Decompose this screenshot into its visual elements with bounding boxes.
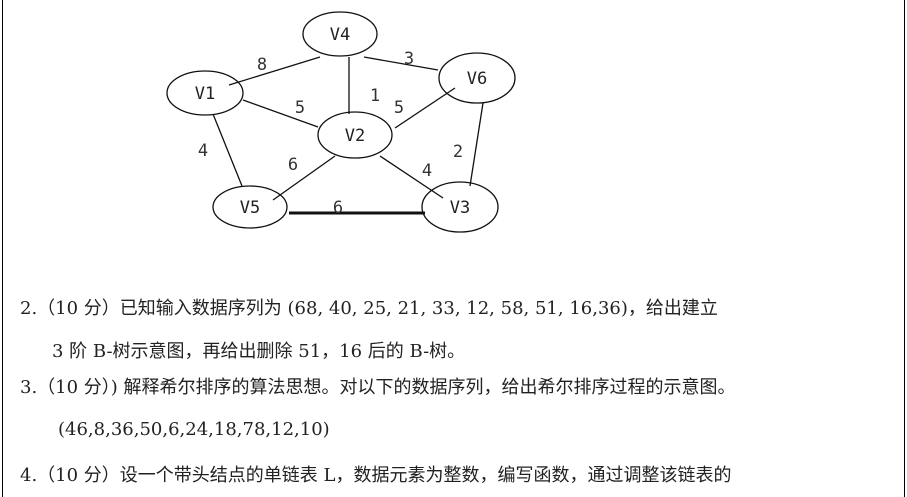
edge-weight: 6 xyxy=(288,155,298,175)
edge-weight: 4 xyxy=(422,161,432,181)
node-label: V6 xyxy=(467,69,487,89)
edge-v6-v2 xyxy=(394,87,456,129)
question-3-data-sequence: (46,8,36,50,6,24,18,78,12,10) xyxy=(58,419,330,440)
question-4-line-1: 4.（10 分）设一个带头结点的单链表 L，数据元素为整数，编写函数，通过调整该… xyxy=(20,465,732,486)
node-label: V1 xyxy=(195,84,215,104)
question-2-line-2: 3 阶 B-树示意图，再给出删除 51，16 后的 B-树。 xyxy=(52,341,466,362)
node-v5 xyxy=(212,185,288,229)
edge-v2-v3 xyxy=(379,155,444,199)
node-v1 xyxy=(166,70,244,116)
question-3-line-1: 3.（10 分）) 解释希尔排序的算法思想。对以下的数据序列，给出希尔排序过程的… xyxy=(20,377,736,398)
node-label: V5 xyxy=(240,198,260,218)
page-border-left xyxy=(2,0,3,497)
edge-weight: 5 xyxy=(394,98,404,118)
node-v3 xyxy=(421,181,499,233)
edge-v1-v5 xyxy=(212,113,243,187)
edge-weight: 3 xyxy=(404,49,414,69)
page-border-right xyxy=(904,0,905,497)
edge-v1-v2 xyxy=(242,99,319,128)
edge-v1-v4 xyxy=(228,56,321,86)
edge-weight: 2 xyxy=(453,142,463,162)
weighted-graph-diagram: V4 V1 V6 V2 V5 V3 8 3 1 5 5 4 6 4 2 6 xyxy=(166,11,516,233)
node-v6 xyxy=(438,52,516,104)
edge-weight: 1 xyxy=(370,86,380,106)
edge-weight: 4 xyxy=(198,141,208,161)
edge-v6-v3 xyxy=(469,102,484,187)
question-2-line-1: 2.（10 分）已知输入数据序列为 (68, 40, 25, 21, 33, 1… xyxy=(20,298,718,319)
node-v4 xyxy=(302,11,378,57)
node-label: V3 xyxy=(450,198,470,218)
node-v2 xyxy=(317,111,393,159)
edge-weight: 6 xyxy=(333,198,343,218)
edge-weight: 5 xyxy=(295,98,305,118)
node-label: V2 xyxy=(345,126,365,146)
edge-v2-v5 xyxy=(272,155,336,201)
node-label: V4 xyxy=(330,25,350,45)
edge-weight: 8 xyxy=(257,55,267,75)
edge-v4-v6 xyxy=(363,56,439,71)
